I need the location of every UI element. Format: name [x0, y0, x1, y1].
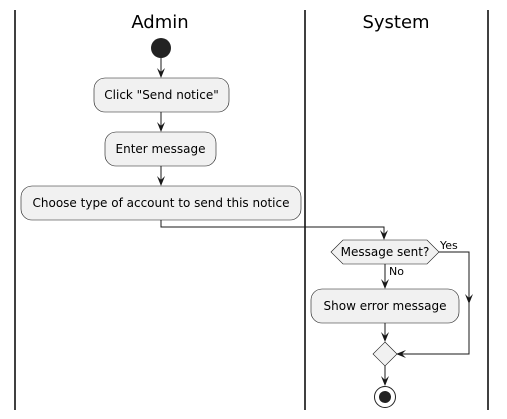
arrowhead-no-to-error: [381, 279, 389, 289]
arrowhead-click-to-enter: [157, 122, 165, 132]
activity-click-send-notice-label: Click "Send notice": [104, 88, 218, 102]
activity-enter-message-label: Enter message: [116, 142, 206, 156]
decision-no-label: No: [389, 265, 404, 278]
edge-choose-to-decision: [160, 220, 385, 238]
activity-choose-account-type-label: Choose type of account to send this noti…: [33, 196, 290, 210]
start-node: [151, 38, 171, 58]
arrowhead-choose-to-decision: [380, 230, 388, 240]
activity-show-error-message-label: Show error message: [324, 299, 447, 313]
swimlane-title-system: System: [362, 12, 429, 33]
arrowhead-start-to-click: [157, 68, 165, 78]
arrowhead-merge-to-end: [381, 376, 389, 386]
arrowhead-enter-to-choose: [157, 176, 165, 186]
swimlane-title-admin: Admin: [131, 12, 188, 33]
decision-message-sent-label: Message sent?: [341, 245, 430, 259]
arrowhead-error-to-merge: [381, 332, 389, 342]
arrowhead-yes-down: [465, 294, 473, 304]
arrowhead-yes-to-merge: [396, 350, 406, 358]
end-node: [379, 391, 391, 403]
decision-yes-label: Yes: [439, 239, 458, 252]
merge-node: [372, 341, 398, 367]
